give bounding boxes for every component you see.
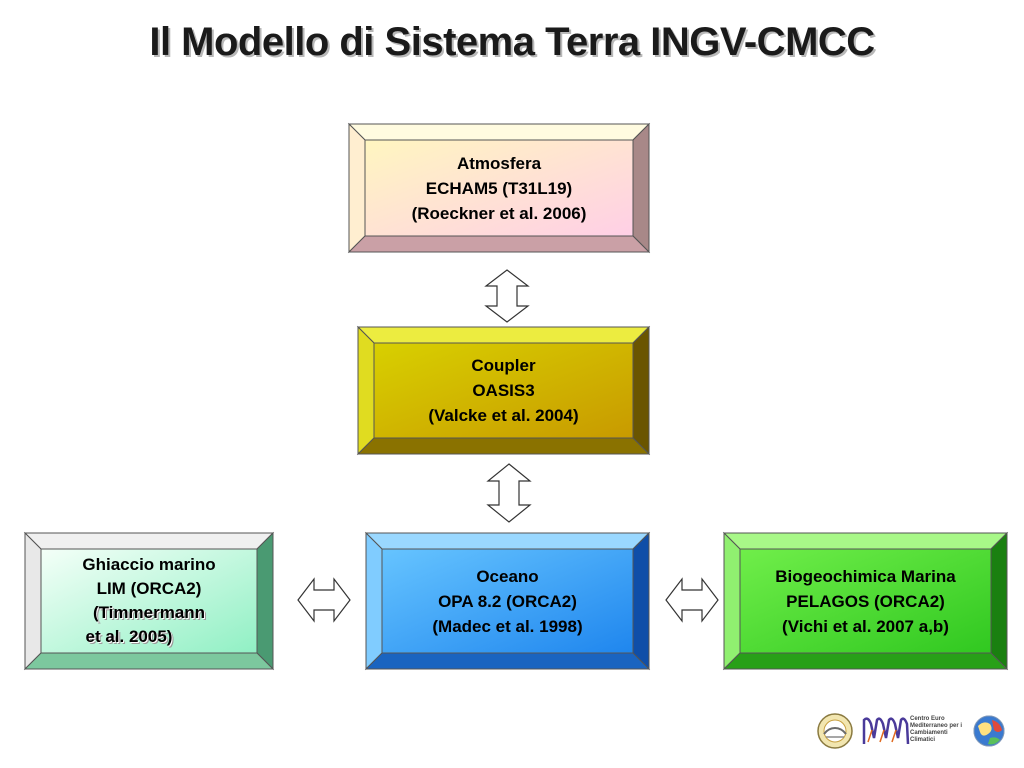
coupler-box: Coupler OASIS3 (Valcke et al. 2004) xyxy=(356,325,651,456)
sea-ice-box: Ghiaccio marino LIM (ORCA2) (Timmermann … xyxy=(23,531,275,671)
diagram-title: Il Modello di Sistema Terra INGV-CMCC xyxy=(149,20,875,64)
coupler-bevel xyxy=(356,325,651,456)
ingv-logo xyxy=(817,713,853,749)
globe-logo xyxy=(973,715,1005,747)
atmosphere-label: Atmosfera ECHAM5 (T31L19) (Roeckner et a… xyxy=(349,124,649,252)
ocean-bevel xyxy=(364,531,651,671)
coupler-ocean-arrow xyxy=(486,463,532,523)
sea-ice-line-3: (Timmermann xyxy=(92,603,206,622)
ocean-biogeochemistry-arrow xyxy=(665,577,719,623)
sea-ice-ocean-arrow xyxy=(297,577,351,623)
ocean-label: Oceano OPA 8.2 (ORCA2) (Madec et al. 199… xyxy=(366,533,649,669)
atmosphere-line-1: Atmosfera xyxy=(456,153,542,173)
ocean-line-2: OPA 8.2 (ORCA2) xyxy=(438,591,577,611)
biogeochemistry-label: Biogeochimica Marina PELAGOS (ORCA2) (Vi… xyxy=(724,533,1007,669)
ocean-line-1: Oceano xyxy=(476,566,539,586)
biogeochemistry-line-3: (Vichi et al. 2007 a,b) xyxy=(782,616,949,636)
coupler-label: Coupler OASIS3 (Valcke et al. 2004) xyxy=(358,327,649,454)
biogeochemistry-line-2: PELAGOS (ORCA2) xyxy=(786,591,945,611)
sea-ice-bevel xyxy=(23,531,275,671)
ocean-line-3: (Madec et al. 1998) xyxy=(432,616,583,636)
biogeochemistry-bevel xyxy=(722,531,1009,671)
cmcc-logo-text: Centro Euro Mediterraneo per i Cambiamen… xyxy=(910,716,963,743)
sea-ice-line-4: et al. 2005) xyxy=(85,627,173,646)
atmosphere-bevel xyxy=(347,122,651,254)
atmosphere-line-3: (Roeckner et al. 2006) xyxy=(411,203,587,223)
atmosphere-coupler-arrow xyxy=(484,269,530,323)
ocean-box: Oceano OPA 8.2 (ORCA2) (Madec et al. 199… xyxy=(364,531,651,671)
cmcc-logo xyxy=(862,716,910,746)
atmosphere-box: Atmosfera ECHAM5 (T31L19) (Roeckner et a… xyxy=(347,122,651,254)
coupler-line-3: (Valcke et al. 2004) xyxy=(428,406,579,425)
sea-ice-label: Ghiaccio marino LIM (ORCA2) (Timmermann … xyxy=(25,533,273,669)
logos-area: Centro Euro Mediterraneo per i Cambiamen… xyxy=(812,708,1012,758)
biogeochemistry-box: Biogeochimica Marina PELAGOS (ORCA2) (Vi… xyxy=(722,531,1009,671)
coupler-line-1: Coupler xyxy=(471,356,536,375)
atmosphere-line-2: ECHAM5 (T31L19) xyxy=(425,178,573,198)
sea-ice-line-1: Ghiaccio marino xyxy=(82,555,216,574)
biogeochemistry-line-1: Biogeochimica Marina xyxy=(775,566,956,586)
coupler-line-2: OASIS3 xyxy=(472,381,535,400)
sea-ice-line-2: LIM (ORCA2) xyxy=(96,579,202,598)
